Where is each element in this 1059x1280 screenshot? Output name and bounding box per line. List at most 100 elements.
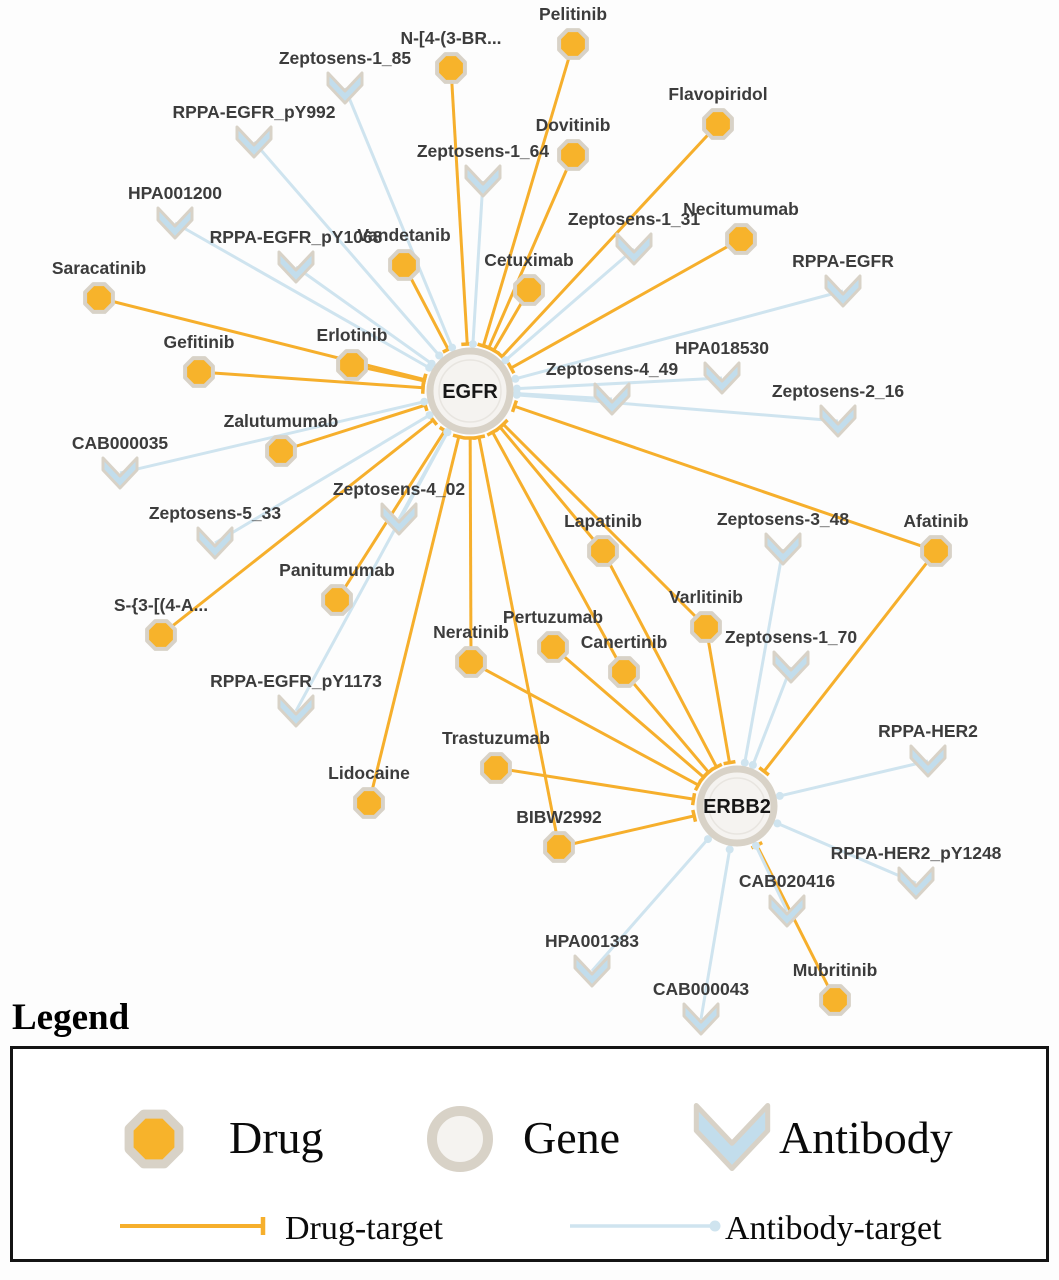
antibody-node-zeptosens-1-85: [326, 71, 364, 105]
antibody-node-label-zeptosens-5-33: Zeptosens-5_33: [149, 503, 282, 523]
antibody-edge-head: [751, 841, 760, 850]
drug-edge-mubritinib-erbb2: [755, 844, 837, 1001]
drug-node-trastuzumab: [480, 752, 512, 784]
antibody-node-label-zeptosens-1-64: Zeptosens-1_64: [417, 141, 550, 161]
drug-node-lidocaine: [353, 787, 385, 819]
antibody-node-rppa-her2: [909, 744, 947, 778]
drug-node-label-zalutumumab: Zalutumumab: [224, 411, 339, 431]
antibody-edge-cab000035-egfr: [119, 400, 425, 475]
drug-node-mubritinib: [819, 984, 851, 1016]
antibody-edge-rppa-egfr-egfr: [515, 289, 844, 381]
drug-node-label-dovitinib: Dovitinib: [536, 115, 611, 135]
antibody-edge-rppa-egfr-py992-egfr: [252, 141, 441, 357]
gene-node-label-egfr: EGFR: [442, 381, 498, 403]
antibody-node-rppa-egfr-py1173: [277, 694, 315, 728]
drug-edge-flavopiridol-egfr: [500, 122, 720, 358]
drug-edge-zalutumumab-egfr: [280, 403, 426, 453]
antibody-edge-head: [448, 343, 457, 352]
drug-edge-lapatinib-erbb2: [601, 550, 718, 768]
antibody-edge-head: [775, 791, 784, 800]
drug-node-label-lidocaine: Lidocaine: [328, 763, 410, 783]
antibody-edge-rppa-egfr-py1173-egfr: [294, 431, 449, 712]
drug-edge-head: [472, 434, 486, 441]
antibody-node-cab000035: [101, 456, 139, 490]
drug-edge-s-3-4-a-egfr: [160, 418, 435, 637]
drug-node-dovitinib: [557, 139, 589, 171]
drug-edge-head: [702, 767, 715, 778]
legend-antibody-target-label: Antibody-target: [725, 1210, 942, 1247]
drug-node-label-necitumumab: Necitumumab: [683, 199, 799, 219]
antibody-node-zeptosens-1-64: [464, 164, 502, 198]
antibody-node-zeptosens-1-31: [615, 232, 653, 266]
antibody-node-hpa018530: [703, 361, 741, 395]
drug-edge-trastuzumab-erbb2: [495, 766, 694, 801]
drug-edge-head: [487, 345, 500, 355]
antibody-edge-zeptosens-1-85-egfr: [343, 87, 454, 349]
antibody-edge-cab020416-erbb2: [754, 845, 789, 912]
antibody-node-rppa-egfr: [824, 274, 862, 308]
drug-node-erlotinib: [336, 349, 368, 381]
drug-node-n-4-3-br: [435, 52, 467, 84]
drug-node-label-panitumumab: Panitumumab: [279, 560, 395, 580]
network-canvas: PelitinibN-[4-(3-BR...DovitinibFlavopiri…: [52, 4, 1002, 1036]
antibody-edge-hpa018530-egfr: [516, 376, 723, 391]
drug-edge-head: [497, 418, 509, 430]
drug-edge-head: [510, 400, 519, 413]
legend-drug-label: Drug: [229, 1112, 324, 1163]
antibody-node-rppa-her2-py1248: [897, 866, 935, 900]
antibody-edge-rppa-her2-erbb2: [779, 759, 929, 798]
drug-edge-afatinib-egfr: [513, 404, 937, 553]
drug-node-vandetanib: [388, 249, 420, 281]
drug-node-label-gefitinib: Gefitinib: [164, 332, 235, 352]
antibody-edge-head: [420, 397, 429, 406]
nodes-layer: [83, 28, 952, 1036]
drug-node-neratinib: [455, 646, 487, 678]
legend-drug-target-label: Drug-target: [285, 1210, 443, 1247]
antibody-edge-zeptosens-1-70-erbb2: [751, 666, 793, 766]
gene-node-erbb2: [696, 765, 778, 847]
drug-node-canertinib: [608, 656, 640, 688]
antibody-edge-head: [740, 758, 749, 767]
drug-node-label-cetuximab: Cetuximab: [484, 250, 573, 270]
legend-antibody-chevron: [693, 1103, 771, 1171]
antibody-node-rppa-egfr-py1068: [277, 250, 315, 284]
gene-node-inner-ring: [438, 359, 502, 423]
antibody-node-hpa001200: [156, 206, 194, 240]
drug-edge-head: [452, 433, 466, 440]
drug-edge-canertinib-erbb2: [622, 671, 710, 774]
antibody-node-label-hpa001200: HPA001200: [128, 183, 222, 203]
antibody-edge-head: [725, 845, 734, 854]
antibody-edge-head: [511, 374, 520, 383]
drug-edge-lapatinib-egfr: [498, 426, 605, 552]
antibody-node-zeptosens-4-02: [380, 502, 418, 536]
antibody-node-label-hpa001383: HPA001383: [545, 931, 639, 951]
drug-edge-lidocaine-egfr: [367, 436, 461, 804]
antibody-edge-head: [773, 819, 782, 828]
antibody-node-label-rppa-her2: RPPA-HER2: [878, 721, 978, 741]
antibody-node-cab020416: [768, 894, 806, 928]
drug-node-label-saracatinib: Saracatinib: [52, 258, 146, 278]
drug-edge-dovitinib-egfr: [487, 154, 575, 349]
antibody-edge-rppa-her2-py1248-erbb2: [776, 822, 917, 885]
antibody-node-label-zeptosens-1-70: Zeptosens-1_70: [725, 627, 858, 647]
antibody-node-icon: [693, 1103, 771, 1171]
drug-edge-bibw2992-erbb2: [558, 814, 695, 849]
legend-box: Drug Gene Antibody Drug-target Antibody-…: [10, 1046, 1049, 1262]
antibody-node-zeptosens-5-33: [196, 526, 234, 560]
drug-node-label-n-4-3-br: N-[4-(3-BR...: [400, 28, 501, 48]
antibody-node-zeptosens-3-48: [764, 532, 802, 566]
drug-node-label-trastuzumab: Trastuzumab: [442, 728, 550, 748]
antibody-node-label-cab000035: CAB000035: [72, 433, 169, 453]
antibody-node-zeptosens-1-70: [772, 650, 810, 684]
drug-edge-head: [690, 792, 697, 806]
drug-edge-varlitinib-erbb2: [704, 626, 731, 763]
antibody-edge-zeptosens-5-33-egfr: [214, 413, 431, 545]
antibody-node-zeptosens-4-49: [593, 382, 631, 416]
antibody-edge-zeptosens-1-31-egfr: [504, 247, 635, 362]
drug-node-label-flavopiridol: Flavopiridol: [668, 84, 767, 104]
antibody-node-zeptosens-2-16: [819, 404, 857, 438]
antibody-node-label-rppa-her2-py1248: RPPA-HER2_pY1248: [831, 843, 1002, 863]
legend-gene-label: Gene: [523, 1112, 621, 1163]
drug-edge-pelitinib-egfr: [481, 43, 575, 347]
drug-edge-neratinib-erbb2: [470, 660, 700, 787]
